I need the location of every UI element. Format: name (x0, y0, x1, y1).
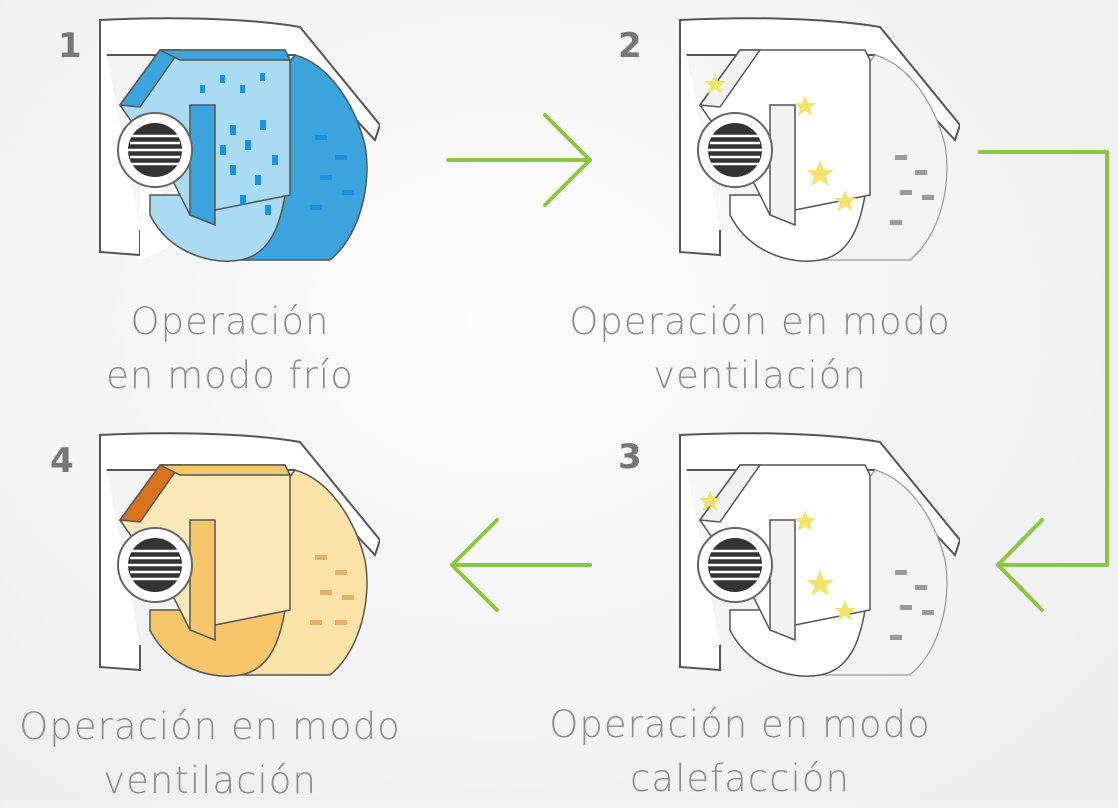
caption-line-2: en modo frío (106, 354, 354, 397)
step-number: 4 (50, 441, 74, 481)
step-caption: Operación en modo calefacción (540, 698, 940, 806)
ac-unit-cool-icon (99, 17, 380, 262)
arrow-left-icon (450, 518, 592, 612)
step-number: 2 (618, 26, 642, 66)
step-caption: Operación en modo frío (40, 295, 420, 403)
caption-line-1: Operación en modo (569, 300, 951, 343)
ac-unit-heat-icon (679, 432, 960, 677)
caption-line-2: ventilación (653, 354, 867, 397)
elbow-arrow-icon (978, 150, 1109, 612)
step-number: 1 (58, 26, 82, 66)
arrow-right-icon (446, 113, 592, 207)
step-caption: Operación en modo ventilación (10, 700, 410, 808)
caption-line-1: Operación en modo (19, 705, 401, 748)
step-1: 1 Operación en modo frío (58, 15, 380, 397)
caption-line-1: Operación (130, 300, 330, 343)
caption-line-2: ventilación (103, 759, 317, 802)
ac-unit-fan-icon (679, 17, 960, 262)
caption-line-1: Operación en modo (549, 703, 931, 746)
caption-line-2: calefacción (630, 757, 850, 800)
step-number: 3 (618, 437, 642, 477)
step-2: 2 Operación en modo ventilación (569, 15, 960, 397)
step-caption: Operación en modo ventilación (560, 295, 960, 403)
step-4: 4 Operación en modo ventilación (19, 430, 400, 802)
ac-unit-warm-fan-icon (99, 432, 380, 677)
step-3: 3 Operación en modo calefacción (549, 430, 960, 800)
